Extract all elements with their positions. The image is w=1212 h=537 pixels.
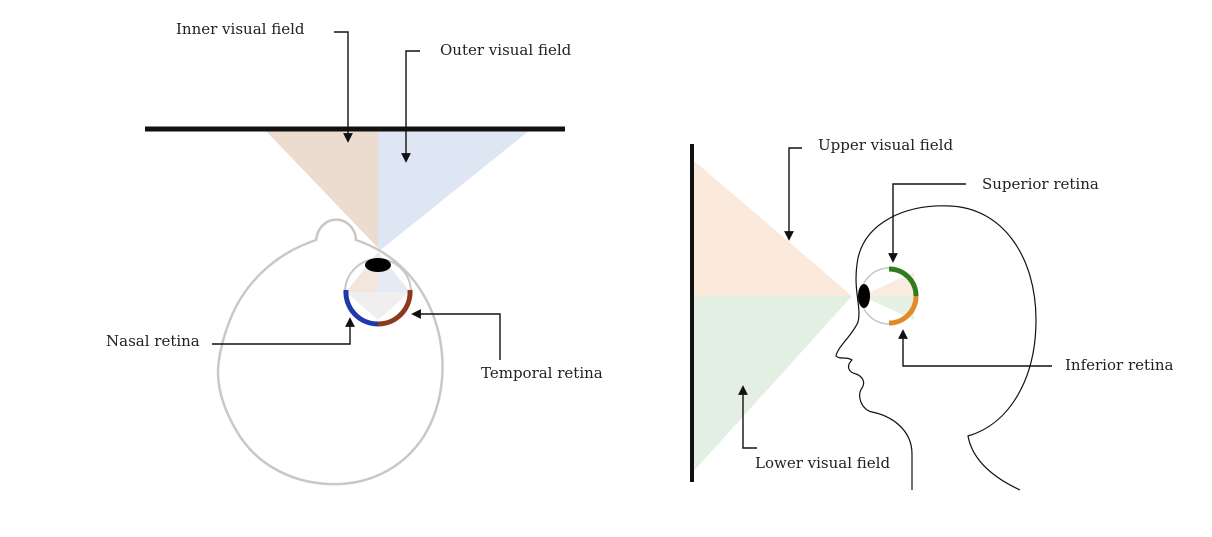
retina-ray-lower (346, 292, 410, 320)
inner-visual-field-area (265, 130, 378, 248)
label-temporal-retina: Temporal retina (481, 364, 603, 382)
head-top-view (216, 218, 444, 486)
label-lower-visual-field: Lower visual field (755, 454, 890, 472)
label-outer-visual-field: Outer visual field (440, 41, 572, 59)
arrow-superior-retina (888, 183, 966, 263)
lens-top (365, 258, 391, 272)
arrow-lower-visual-field (738, 385, 757, 449)
arrow-outer-visual-field (401, 50, 420, 163)
lower-field-ray-in-eye (862, 296, 914, 320)
label-inferior-retina: Inferior retina (1065, 356, 1173, 374)
arrow-nasal-retina (212, 317, 355, 345)
outer-visual-field-area (378, 130, 530, 252)
label-superior-retina: Superior retina (982, 175, 1099, 193)
arrow-temporal-retina (411, 309, 501, 360)
side-view-diagram: Upper visual field Superior retina Infer… (690, 136, 1173, 491)
temporal-retina-arc (377, 289, 413, 327)
arrow-inner-visual-field (334, 31, 353, 143)
lens-side (858, 284, 870, 308)
label-nasal-retina: Nasal retina (106, 332, 200, 350)
lower-visual-field-area (693, 296, 852, 472)
arrow-upper-visual-field (784, 147, 802, 241)
top-view-diagram: Inner visual field Outer visual field Na… (106, 20, 603, 486)
inferior-retina-arc (888, 295, 919, 326)
upper-visual-field-area (693, 160, 852, 296)
label-inner-visual-field: Inner visual field (176, 20, 305, 38)
superior-retina-arc (888, 266, 919, 297)
nasal-retina-arc (343, 289, 379, 327)
upper-field-ray-in-eye (862, 272, 914, 296)
arrow-inferior-retina (898, 329, 1052, 367)
label-upper-visual-field: Upper visual field (818, 136, 953, 154)
head-side-view (835, 205, 1037, 491)
